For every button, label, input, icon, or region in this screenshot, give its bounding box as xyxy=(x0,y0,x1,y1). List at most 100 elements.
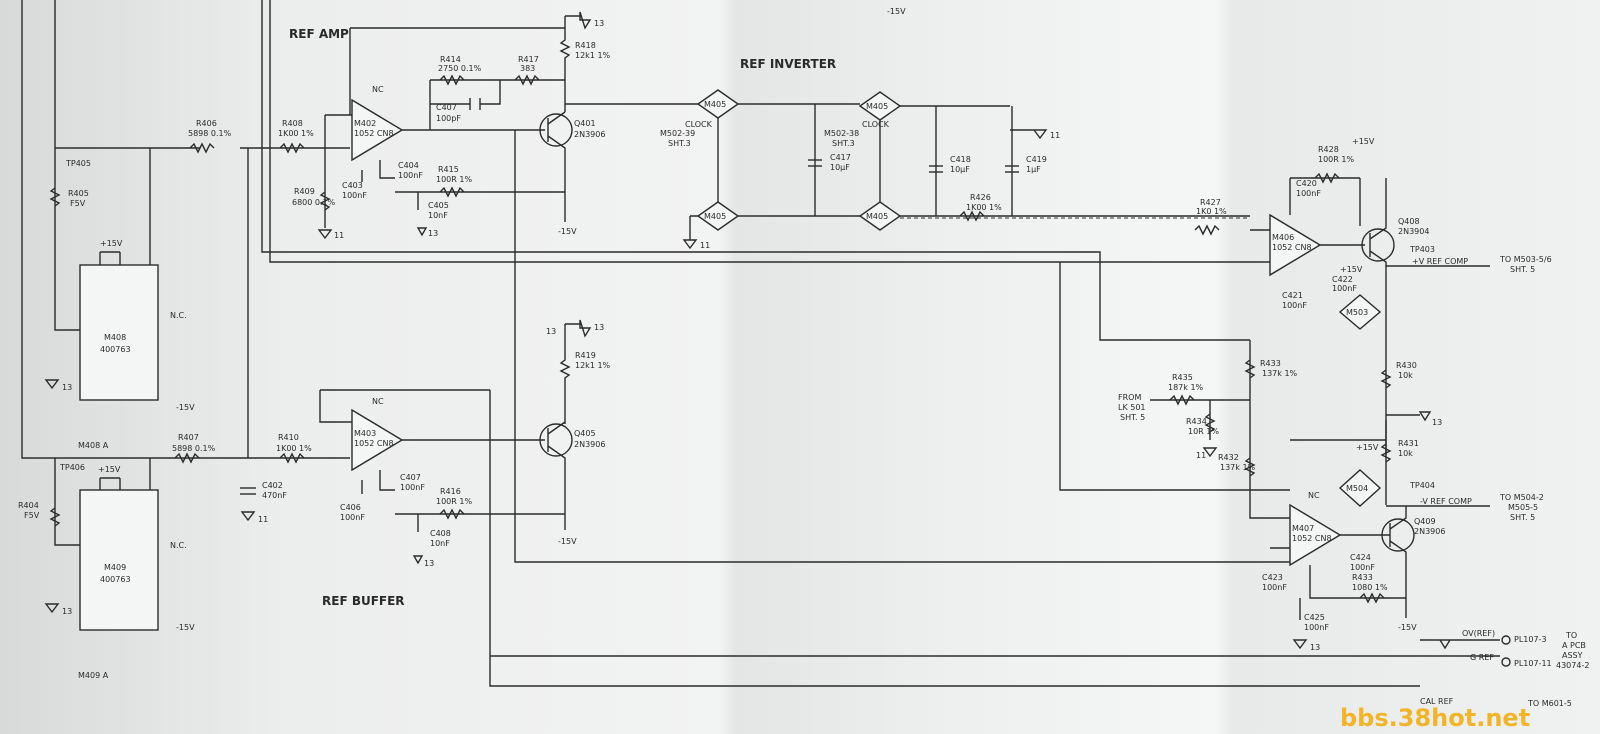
svg-text:R435: R435 xyxy=(1172,373,1193,382)
svg-text:C419: C419 xyxy=(1026,155,1047,164)
svg-text:Q409: Q409 xyxy=(1414,517,1436,526)
svg-text:100nF: 100nF xyxy=(398,171,423,180)
svg-text:OV(REF): OV(REF) xyxy=(1462,629,1495,638)
svg-text:-15V: -15V xyxy=(558,227,577,236)
net-r416 xyxy=(395,513,565,532)
svg-text:NC: NC xyxy=(1308,491,1320,500)
svg-text:+V REF COMP: +V REF COMP xyxy=(1412,257,1468,266)
svg-text:C422: C422 xyxy=(1332,275,1353,284)
svg-text:100pF: 100pF xyxy=(436,114,461,123)
svg-text:ASSY: ASSY xyxy=(1562,651,1583,660)
svg-text:187k 1%: 187k 1% xyxy=(1168,383,1204,392)
svg-text:C406: C406 xyxy=(340,503,361,512)
svg-text:-V REF COMP: -V REF COMP xyxy=(1420,497,1472,506)
ground-13-c425 xyxy=(1292,639,1308,650)
ic-m409 xyxy=(79,489,159,631)
svg-text:1052 CN8: 1052 CN8 xyxy=(354,439,394,448)
resistor-r404 xyxy=(49,507,61,527)
transistor-q409 xyxy=(1381,518,1415,552)
svg-text:FROM: FROM xyxy=(1118,393,1141,402)
connector-pl107-11[interactable] xyxy=(1501,657,1511,667)
svg-text:R433: R433 xyxy=(1352,573,1373,582)
svg-text:1080 1%: 1080 1% xyxy=(1352,583,1388,592)
net-connectors xyxy=(1420,639,1500,657)
title-ref-amp: REF AMP xyxy=(289,27,349,41)
svg-text:400763: 400763 xyxy=(100,575,131,584)
svg-text:M408: M408 xyxy=(104,333,126,342)
resistor-r415 xyxy=(439,186,465,198)
svg-text:13: 13 xyxy=(428,229,438,238)
svg-text:R409: R409 xyxy=(294,187,315,196)
svg-text:5898 0.1%: 5898 0.1% xyxy=(172,444,216,453)
svg-text:A PCB: A PCB xyxy=(1562,641,1586,650)
svg-text:M502-39: M502-39 xyxy=(660,129,695,138)
svg-text:11: 11 xyxy=(700,241,710,250)
svg-text:11: 11 xyxy=(1196,451,1206,460)
svg-text:CLOCK: CLOCK xyxy=(685,120,713,129)
svg-text:11: 11 xyxy=(1050,131,1060,140)
svg-text:Q408: Q408 xyxy=(1398,217,1420,226)
svg-text:13: 13 xyxy=(594,19,604,28)
svg-text:R416: R416 xyxy=(440,487,461,496)
resistor-r432 xyxy=(1244,457,1256,477)
resistor-r433b xyxy=(1359,592,1385,604)
svg-text:10nF: 10nF xyxy=(428,211,448,220)
svg-text:-15V: -15V xyxy=(176,623,195,632)
svg-text:6800 0.1%: 6800 0.1% xyxy=(292,198,336,207)
svg-text:M408 A: M408 A xyxy=(78,441,109,450)
svg-text:-15V: -15V xyxy=(1398,623,1417,632)
svg-text:SHT. 5: SHT. 5 xyxy=(1510,513,1535,522)
net-r418-top xyxy=(350,16,566,29)
svg-text:F5V: F5V xyxy=(70,199,86,208)
svg-text:43074-2: 43074-2 xyxy=(1556,661,1589,670)
svg-text:+15V: +15V xyxy=(100,239,123,248)
svg-text:M402: M402 xyxy=(354,119,376,128)
svg-text:100nF: 100nF xyxy=(1332,284,1357,293)
svg-text:CLOCK: CLOCK xyxy=(862,120,890,129)
svg-text:NC: NC xyxy=(372,397,384,406)
bus-left-outer xyxy=(21,0,240,459)
svg-text:R410: R410 xyxy=(278,433,299,442)
svg-text:10µF: 10µF xyxy=(950,165,970,174)
svg-text:+15V: +15V xyxy=(1356,443,1379,452)
svg-text:100R 1%: 100R 1% xyxy=(1318,155,1354,164)
svg-text:Q401: Q401 xyxy=(574,119,596,128)
svg-text:M405: M405 xyxy=(866,102,888,111)
svg-text:13: 13 xyxy=(1432,418,1442,427)
svg-text:-15V: -15V xyxy=(176,403,195,412)
svg-text:R434: R434 xyxy=(1186,417,1207,426)
net-m409 xyxy=(54,458,151,546)
bus-top-1 xyxy=(261,0,1250,341)
opamp-m402 xyxy=(351,98,404,162)
svg-text:M405: M405 xyxy=(704,100,726,109)
svg-text:M409: M409 xyxy=(104,563,126,572)
svg-text:100nF: 100nF xyxy=(1296,189,1321,198)
svg-text:13: 13 xyxy=(62,607,72,616)
opamp-m407 xyxy=(1289,503,1342,567)
svg-text:PL107-11: PL107-11 xyxy=(1514,659,1552,668)
svg-text:M405: M405 xyxy=(704,212,726,221)
svg-text:-15V: -15V xyxy=(558,537,577,546)
net-r409 xyxy=(324,114,352,228)
svg-text:C423: C423 xyxy=(1262,573,1283,582)
connector-pl107-3[interactable] xyxy=(1501,635,1511,645)
svg-text:SHT. 5: SHT. 5 xyxy=(1510,265,1535,274)
svg-text:C407: C407 xyxy=(400,473,421,482)
svg-text:TP404: TP404 xyxy=(1409,481,1435,490)
svg-text:13: 13 xyxy=(1310,643,1320,652)
bus-top-2 xyxy=(269,0,1250,263)
svg-text:M406: M406 xyxy=(1272,233,1294,242)
svg-text:Q405: Q405 xyxy=(574,429,596,438)
ground-13-c405 xyxy=(416,227,428,237)
svg-text:R404: R404 xyxy=(18,501,39,510)
net-r415 xyxy=(395,191,565,210)
resistor-r408 xyxy=(279,142,305,154)
svg-text:C421: C421 xyxy=(1282,291,1303,300)
svg-text:R408: R408 xyxy=(282,119,303,128)
svg-text:2N3906: 2N3906 xyxy=(1414,527,1445,536)
watermark: bbs.38hot.net xyxy=(1340,704,1530,732)
svg-text:C407: C407 xyxy=(436,103,457,112)
svg-text:12k1 1%: 12k1 1% xyxy=(575,361,611,370)
